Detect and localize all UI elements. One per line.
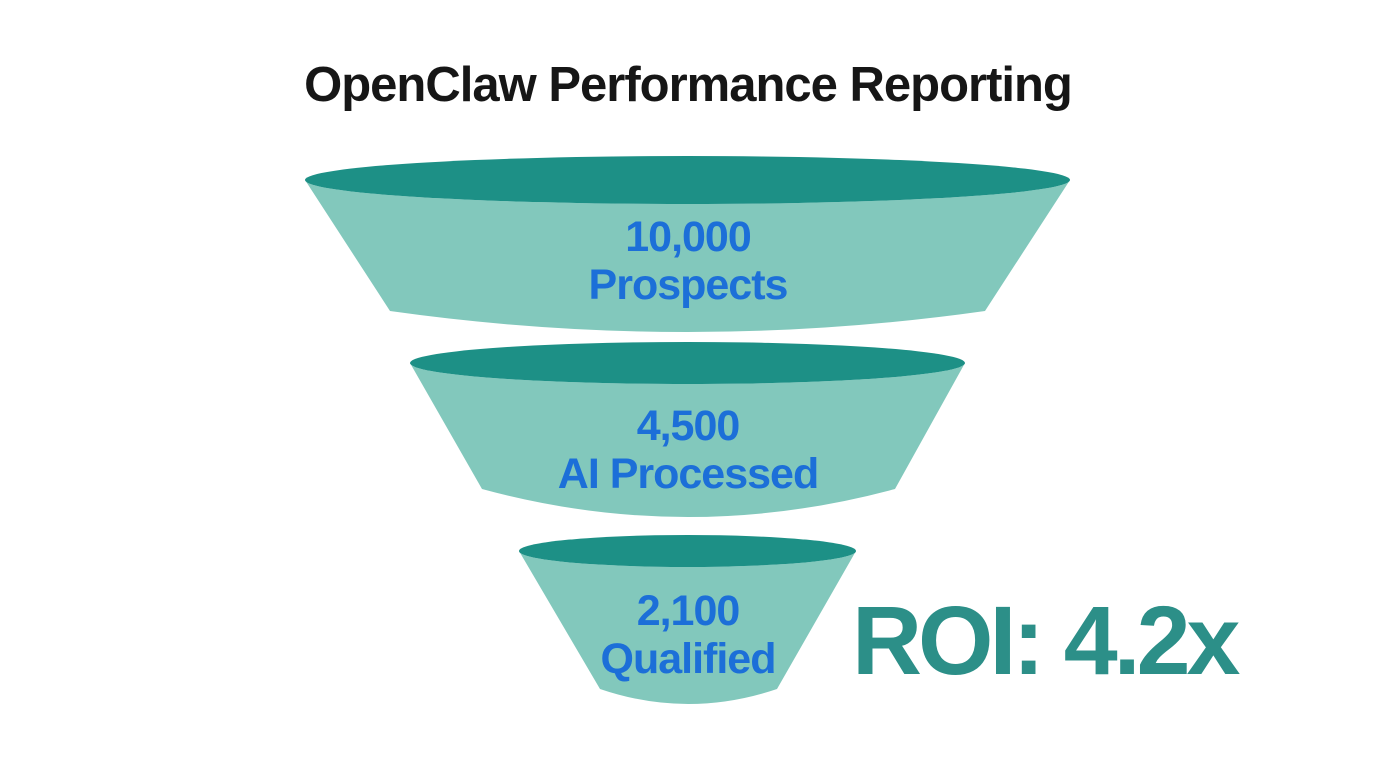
stage-3-value: 2,100 xyxy=(636,587,741,635)
funnel-stage-2-body xyxy=(410,363,965,517)
funnel-stage-2-top xyxy=(410,342,965,384)
stage-2-name: AI Processed xyxy=(557,450,819,498)
roi-annotation: ROI: 4.2x xyxy=(852,586,1240,695)
funnel-stage-2-label: 4,500 AI Processed xyxy=(0,402,1376,498)
funnel-stage-2 xyxy=(410,342,965,517)
chart-title: OpenClaw Performance Reporting xyxy=(304,58,1073,112)
funnel-stage-1-top xyxy=(305,156,1070,204)
stage-1-value: 10,000 xyxy=(625,213,752,261)
funnel-stage-1 xyxy=(305,156,1070,332)
funnel-stage-3-top xyxy=(519,535,856,567)
stage-1-name: Prospects xyxy=(588,261,789,309)
stage-3-name: Qualified xyxy=(600,635,777,683)
funnel-stage-3-body xyxy=(519,551,856,704)
funnel-stage-3 xyxy=(519,535,856,704)
funnel-stage-3-label: 2,100 Qualified xyxy=(0,587,1376,683)
funnel-stage-1-label: 10,000 Prospects xyxy=(0,213,1376,309)
stage-2-value: 4,500 xyxy=(636,402,741,450)
funnel-stage-1-body xyxy=(305,180,1070,332)
